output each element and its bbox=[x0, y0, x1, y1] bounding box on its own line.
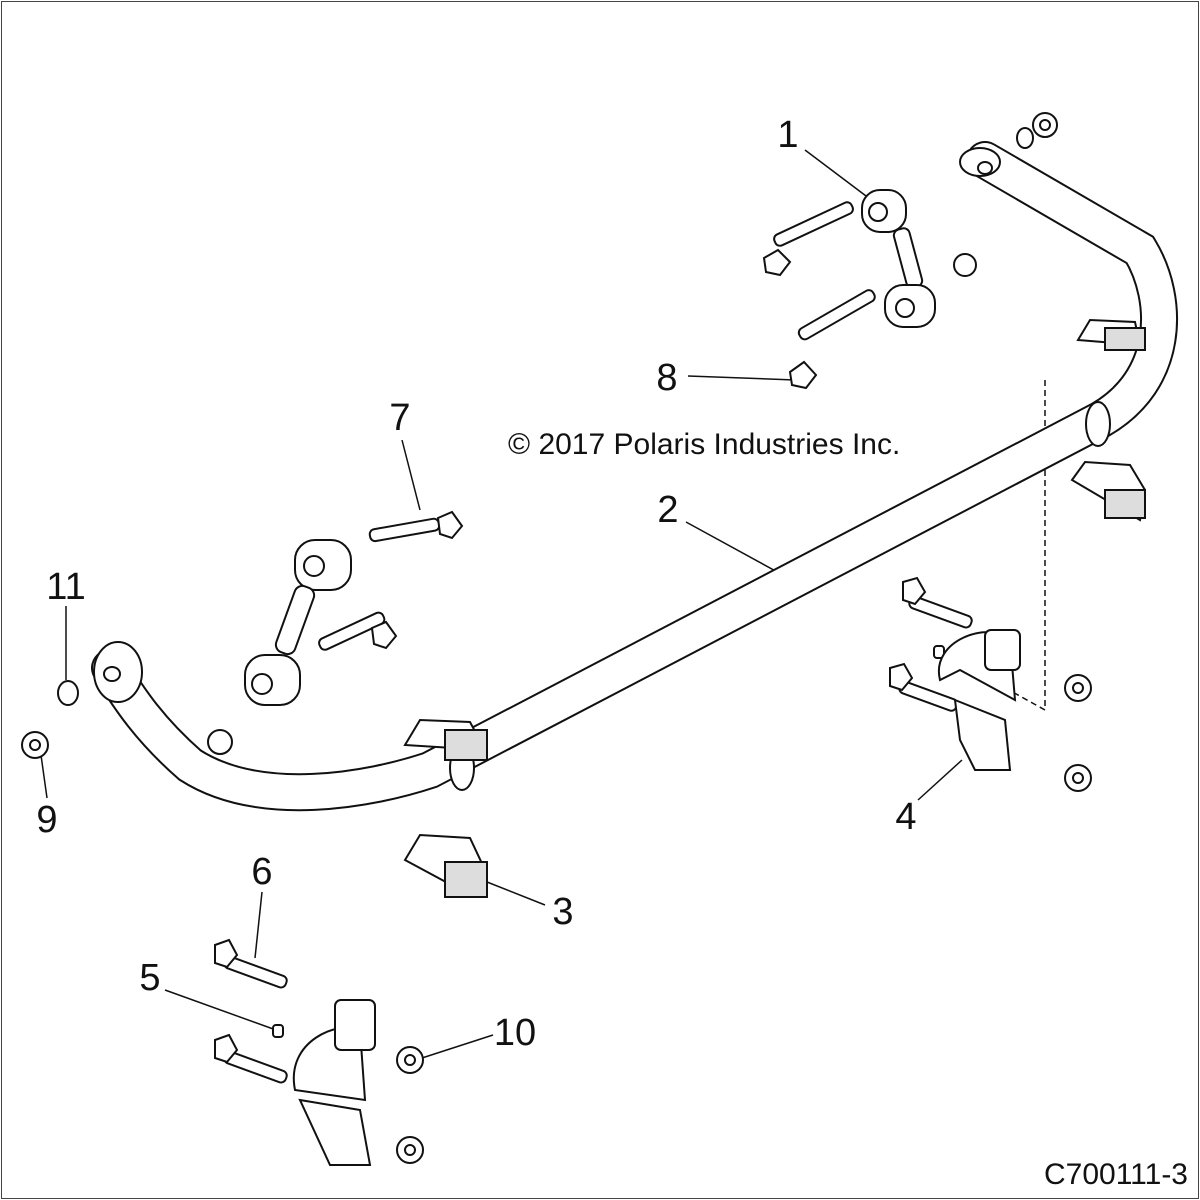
leader-10 bbox=[421, 1034, 494, 1059]
callout-8: 8 bbox=[656, 357, 678, 399]
callout-4: 4 bbox=[895, 796, 917, 838]
diagram-id: C700111-3 bbox=[1044, 1158, 1188, 1191]
copyright-notice: © 2017 Polaris Industries Inc. bbox=[508, 428, 901, 461]
callout-3: 3 bbox=[552, 891, 574, 933]
clamps bbox=[292, 629, 1021, 1166]
nuts-washers bbox=[21, 112, 1092, 1164]
leader-7 bbox=[401, 439, 421, 511]
stabilizer-link-7 bbox=[244, 539, 352, 706]
callout-9: 9 bbox=[36, 799, 58, 841]
bolts bbox=[214, 201, 973, 1084]
callout-10: 10 bbox=[493, 1012, 537, 1054]
callout-7: 7 bbox=[389, 397, 411, 439]
leader-8 bbox=[687, 375, 796, 381]
callout-11: 11 bbox=[46, 566, 86, 608]
callout-1: 1 bbox=[777, 114, 799, 156]
bushings bbox=[403, 318, 1147, 898]
callout-6: 6 bbox=[251, 851, 273, 893]
leader-5 bbox=[164, 989, 277, 1031]
leader-3 bbox=[481, 879, 546, 906]
leader-4 bbox=[917, 759, 963, 801]
leader-6 bbox=[254, 891, 263, 959]
callout-5: 5 bbox=[139, 957, 161, 999]
stabilizer-link-1 bbox=[861, 189, 936, 328]
callout-2: 2 bbox=[657, 489, 679, 531]
stabilizer-bar bbox=[91, 141, 1179, 812]
